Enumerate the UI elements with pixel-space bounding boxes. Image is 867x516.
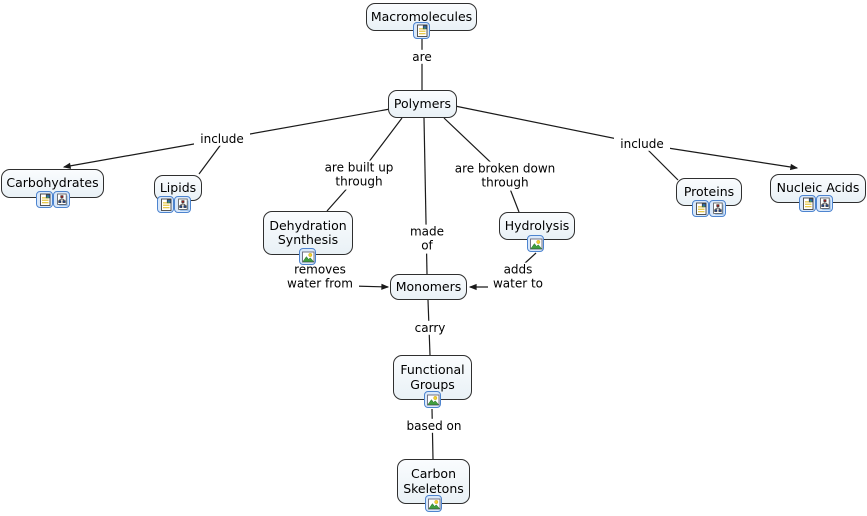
- image-icon[interactable]: [424, 391, 441, 408]
- document-icon[interactable]: [36, 191, 53, 208]
- link-label-are[interactable]: are: [403, 49, 441, 65]
- link-label-carry[interactable]: carry: [408, 320, 452, 336]
- node-polymers[interactable]: Polymers: [388, 90, 457, 118]
- node-dehydration-synthesis[interactable]: Dehydration Synthesis: [263, 211, 353, 255]
- image-icon[interactable]: [299, 248, 316, 265]
- node-monomers[interactable]: Monomers: [390, 274, 467, 300]
- cmap-icon[interactable]: [709, 200, 726, 217]
- link-label-based-on[interactable]: based on: [401, 418, 467, 434]
- document-icon[interactable]: [799, 195, 816, 212]
- document-icon[interactable]: [692, 200, 709, 217]
- link-label-include-left[interactable]: include: [194, 131, 250, 147]
- cmap-icon[interactable]: [174, 196, 191, 213]
- link-label-include-right[interactable]: include: [614, 136, 670, 152]
- document-icon[interactable]: [157, 196, 174, 213]
- link-label-adds-water-to[interactable]: adds water to: [488, 262, 548, 292]
- document-icon[interactable]: [413, 22, 430, 39]
- cmap-icon[interactable]: [816, 195, 833, 212]
- image-icon[interactable]: [527, 235, 544, 252]
- cmap-icon[interactable]: [53, 191, 70, 208]
- link-label-made-of[interactable]: made of: [404, 224, 450, 254]
- link-label-are-broken-down-through[interactable]: are broken down through: [450, 161, 560, 191]
- image-icon[interactable]: [425, 495, 442, 512]
- link-label-are-built-up-through[interactable]: are built up through: [315, 160, 403, 190]
- link-label-removes-water-from[interactable]: removes water from: [281, 262, 359, 292]
